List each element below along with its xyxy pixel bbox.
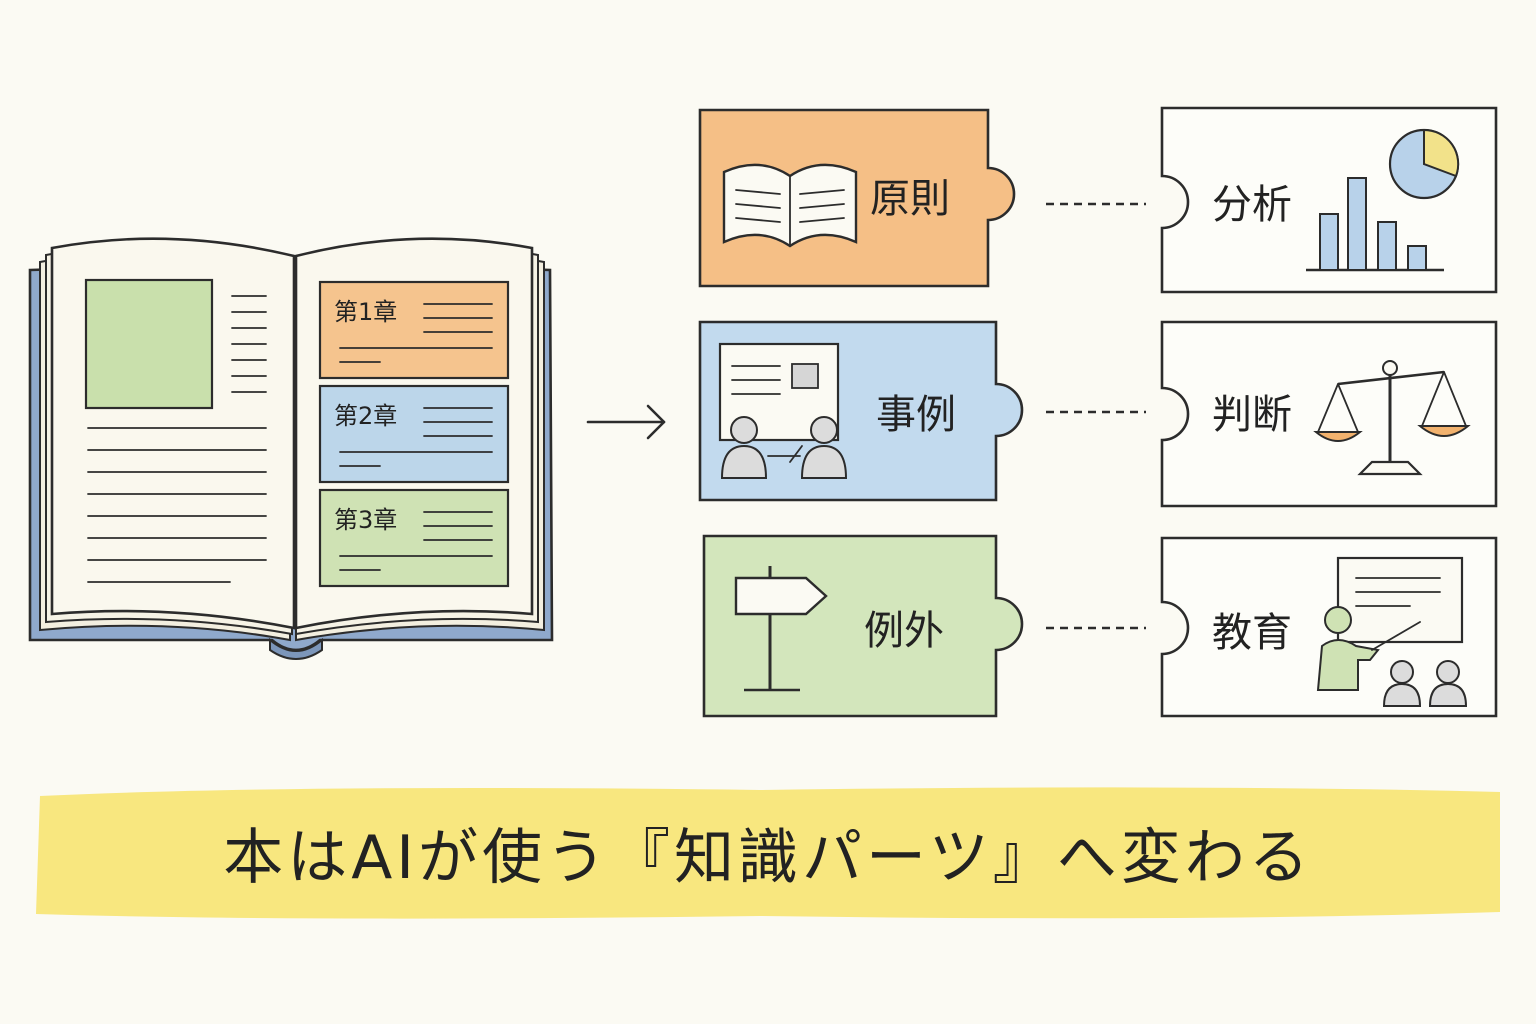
meeting-presentation-icon bbox=[718, 342, 848, 479]
chapter-block-3: 第3章 bbox=[318, 488, 510, 588]
right-arrow-icon bbox=[586, 404, 666, 440]
teacher-students-icon bbox=[1316, 556, 1468, 707]
piece-label: 事例 bbox=[876, 392, 956, 438]
signpost-icon bbox=[734, 566, 828, 692]
piece-label: 判断 bbox=[1212, 392, 1292, 438]
piece-label: 教育 bbox=[1212, 610, 1292, 656]
piece-label: 例外 bbox=[864, 608, 944, 654]
chapter-label: 第3章 bbox=[334, 506, 397, 534]
piece-label: 原則 bbox=[870, 176, 950, 222]
chapter-label: 第1章 bbox=[334, 298, 397, 326]
title-banner: 本はAIが使う『知識パーツ』へ変わる bbox=[36, 787, 1500, 919]
chapter-block-2: 第2章 bbox=[318, 384, 510, 484]
use-piece-education: 教育 bbox=[1160, 536, 1498, 718]
image-placeholder bbox=[84, 278, 214, 410]
bar-pie-chart-icon bbox=[1306, 128, 1460, 272]
open-book: 第1章 第2章 第3章 bbox=[28, 237, 554, 660]
connectors bbox=[1046, 202, 1146, 630]
open-book-icon bbox=[722, 163, 858, 248]
chapter-block-1: 第1章 bbox=[318, 280, 510, 380]
balance-scale-icon bbox=[1313, 360, 1471, 476]
knowledge-piece-principle: 原則 bbox=[698, 108, 1016, 288]
banner-title: 本はAIが使う『知識パーツ』へ変わる bbox=[223, 823, 1313, 893]
chapter-label: 第2章 bbox=[334, 402, 397, 430]
left-page-text-lines bbox=[87, 295, 267, 583]
piece-label: 分析 bbox=[1212, 182, 1292, 228]
knowledge-piece-case: 事例 bbox=[698, 320, 1024, 502]
use-piece-judgment: 判断 bbox=[1160, 320, 1498, 508]
use-piece-analysis: 分析 bbox=[1160, 106, 1498, 294]
knowledge-piece-exception: 例外 bbox=[702, 534, 1024, 718]
